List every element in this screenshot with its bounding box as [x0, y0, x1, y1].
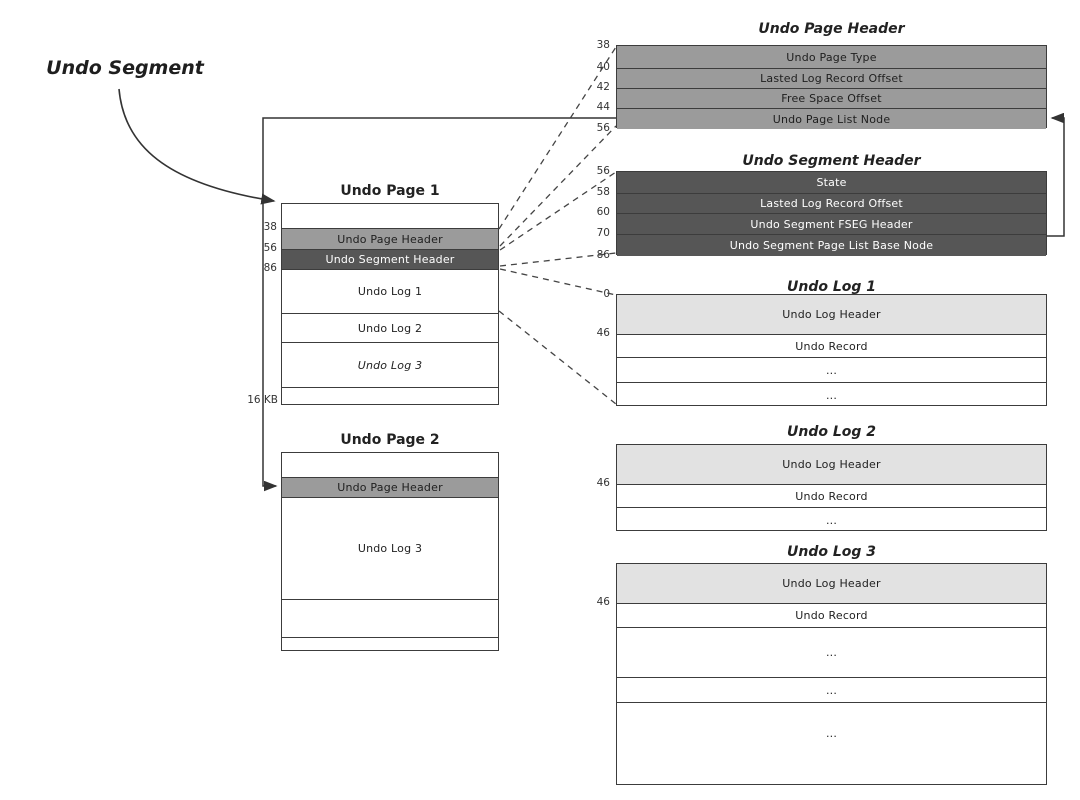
- undo-segment-label: Undo Segment: [46, 57, 204, 79]
- uph-row-undo-page-type: Undo Page Type: [617, 46, 1046, 68]
- uph-row-lasted-log-record-offset: Lasted Log Record Offset: [617, 68, 1046, 88]
- undo-page-1-title: Undo Page 1: [340, 183, 440, 199]
- undo-log-2-box: Undo Log Header Undo Record ...: [616, 444, 1047, 531]
- ul2-row-undo-record: Undo Record: [617, 484, 1046, 507]
- undo-segment-header-detail-box: State Lasted Log Record Offset Undo Segm…: [616, 171, 1047, 256]
- page1-offset-38: 38: [263, 221, 277, 233]
- page1-row-undo-log-1: Undo Log 1: [282, 269, 498, 313]
- page2-row-undo-log-3: Undo Log 3: [282, 497, 498, 599]
- ush-offset-70: 70: [596, 227, 610, 239]
- page1-row-undo-segment-header: Undo Segment Header: [282, 249, 498, 269]
- undo-segment-arrow: [118, 88, 276, 205]
- ul3-row-ellipsis-1: ...: [617, 627, 1046, 677]
- ul1-row-undo-log-header: Undo Log Header: [617, 295, 1046, 334]
- page1-offset-16kb: 16 KB: [247, 394, 278, 406]
- undo-page-1-box: Undo Page Header Undo Segment Header Und…: [281, 203, 499, 405]
- ul3-row-undo-log-header: Undo Log Header: [617, 564, 1046, 603]
- uph-row-undo-page-list-node: Undo Page List Node: [617, 108, 1046, 129]
- page1-row-blank-bottom: [282, 387, 498, 406]
- uph-offset-42: 42: [596, 81, 610, 93]
- dash-page-header-top: [498, 46, 617, 230]
- page1-row-undo-log-3: Undo Log 3: [282, 342, 498, 387]
- ush-offset-58: 58: [596, 186, 610, 198]
- ush-offset-60: 60: [596, 206, 610, 218]
- ul3-offset-46: 46: [596, 596, 610, 608]
- dash-undo-log1-bottom: [498, 310, 617, 405]
- ush-offset-56: 56: [596, 165, 610, 177]
- page-list-base-node-to-list-node-arrow: [1047, 112, 1065, 237]
- ul3-row-ellipsis-3: ...: [617, 702, 1046, 786]
- uph-offset-40: 40: [596, 61, 610, 73]
- page1-row-blank-top: [282, 204, 498, 228]
- ush-row-state: State: [617, 172, 1046, 193]
- undo-page-header-detail-title: Undo Page Header: [758, 21, 905, 37]
- undo-log-3-box: Undo Log Header Undo Record ... ... ...: [616, 563, 1047, 785]
- page2-row-undo-page-header: Undo Page Header: [282, 477, 498, 497]
- uph-offset-44: 44: [596, 101, 610, 113]
- undo-log-3-title: Undo Log 3: [786, 544, 877, 560]
- undo-log-1-title: Undo Log 1: [786, 279, 877, 295]
- uph-offset-38: 38: [596, 39, 610, 51]
- ul1-row-ellipsis-2: ...: [617, 382, 1046, 407]
- ul2-row-undo-log-header: Undo Log Header: [617, 445, 1046, 484]
- undo-page-2-title: Undo Page 2: [340, 432, 440, 448]
- ul3-row-ellipsis-2: ...: [617, 677, 1046, 702]
- ush-row-undo-segment-page-list-base-node: Undo Segment Page List Base Node: [617, 234, 1046, 256]
- uph-row-free-space-offset: Free Space Offset: [617, 88, 1046, 108]
- undo-log-2-title: Undo Log 2: [786, 424, 877, 440]
- page2-row-blank-bottom: [282, 637, 498, 652]
- undo-page-2-box: Undo Page Header Undo Log 3: [281, 452, 499, 651]
- undo-log-1-box: Undo Log Header Undo Record ... ...: [616, 294, 1047, 406]
- page1-row-undo-page-header: Undo Page Header: [282, 228, 498, 249]
- ush-offset-86: 86: [596, 249, 610, 261]
- undo-page-header-detail-box: Undo Page Type Lasted Log Record Offset …: [616, 45, 1047, 129]
- uph-offset-56: 56: [596, 122, 610, 134]
- ul2-offset-46: 46: [596, 477, 610, 489]
- ush-row-lasted-log-record-offset: Lasted Log Record Offset: [617, 193, 1046, 213]
- page1-row-undo-log-2: Undo Log 2: [282, 313, 498, 342]
- page2-row-blank-top: [282, 453, 498, 477]
- ul3-row-undo-record: Undo Record: [617, 603, 1046, 627]
- page1-offset-56: 56: [263, 242, 277, 254]
- ush-row-undo-segment-fseg-header: Undo Segment FSEG Header: [617, 213, 1046, 234]
- undo-segment-header-detail-title: Undo Segment Header: [742, 153, 921, 169]
- ul1-offset-46: 46: [596, 327, 610, 339]
- ul1-row-undo-record: Undo Record: [617, 334, 1046, 357]
- ul1-offset-0: 0: [603, 288, 610, 300]
- page1-offset-86: 86: [263, 262, 277, 274]
- ul2-row-ellipsis: ...: [617, 507, 1046, 532]
- page2-row-blank-mid: [282, 599, 498, 637]
- ul1-row-ellipsis-1: ...: [617, 357, 1046, 382]
